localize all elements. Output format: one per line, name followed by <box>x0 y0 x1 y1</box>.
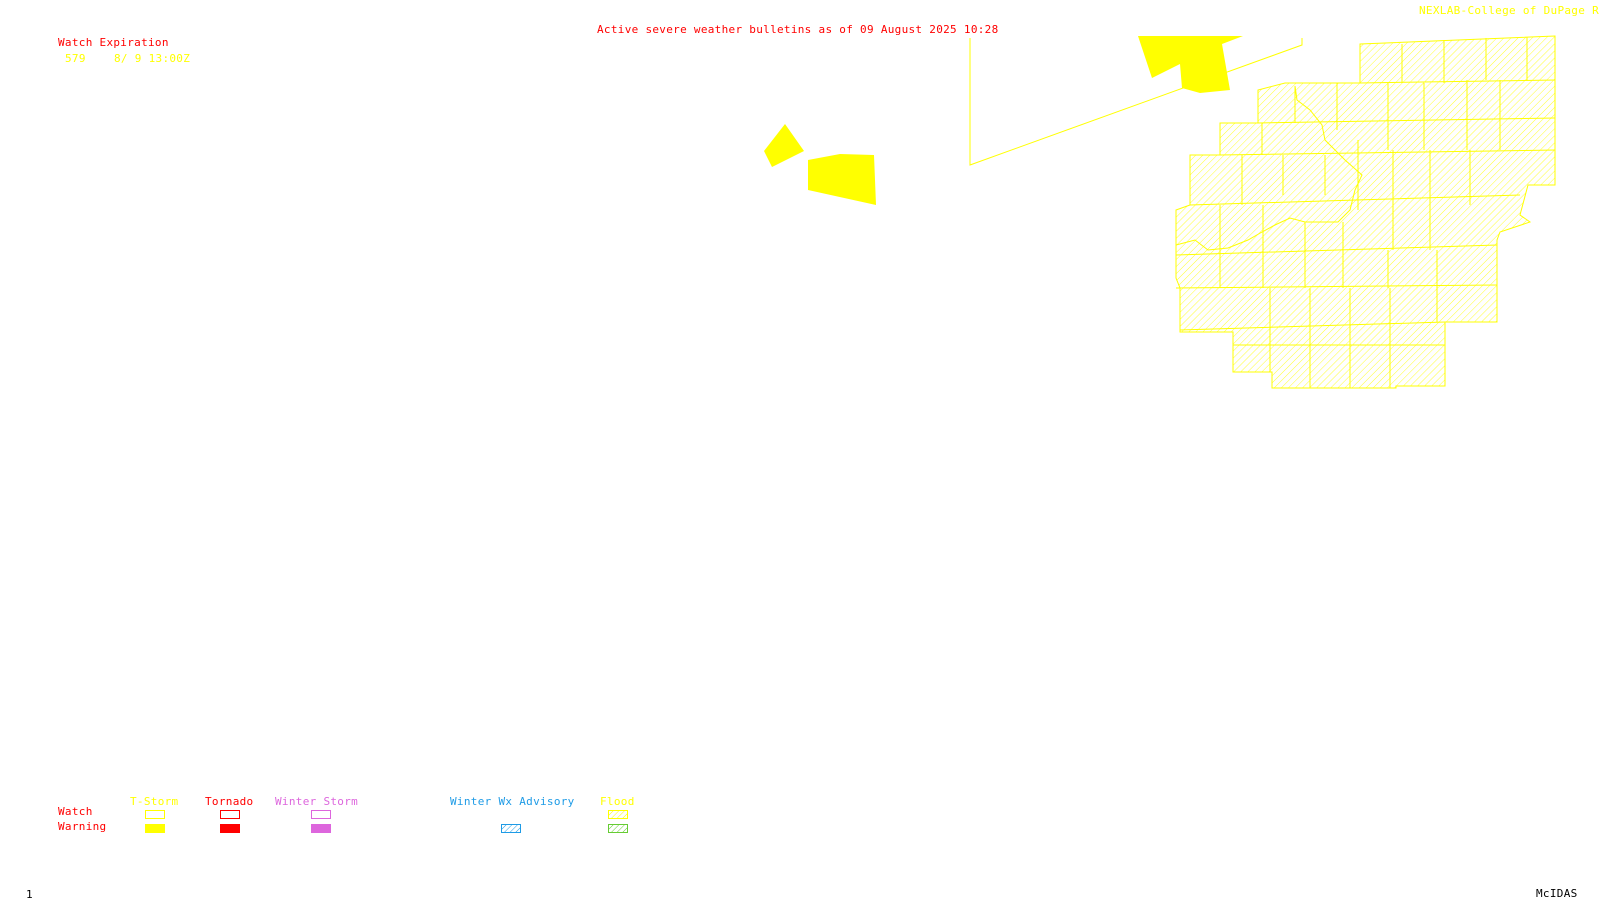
winter-storm-warning-swatch <box>311 824 331 833</box>
winter-storm-watch-swatch <box>311 810 331 819</box>
watch-entry-expiration: 8/ 9 13:00Z <box>114 52 191 65</box>
frame-number: 1 <box>26 888 33 901</box>
tstorm-warning-polygon <box>808 154 876 205</box>
legend-column-tornado: Tornado <box>205 795 254 808</box>
page-title: Active severe weather bulletins as of 09… <box>597 23 999 36</box>
tstorm-warning-swatch <box>145 824 165 833</box>
watch-entry-number: 579 <box>65 52 86 65</box>
legend-column-winter-advisory: Winter Wx Advisory <box>450 795 575 808</box>
tornado-warning-swatch <box>220 824 240 833</box>
tstorm-watch-outline <box>969 38 1303 166</box>
credit-label: NEXLAB-College of DuPage R <box>1419 4 1599 17</box>
legend-row-watch: Watch <box>58 805 93 818</box>
tstorm-watch-swatch <box>145 810 165 819</box>
software-label: McIDAS <box>1536 887 1578 900</box>
watch-expiration-heading: Watch Expiration <box>58 36 169 49</box>
flood-warning-swatch <box>608 824 628 833</box>
legend-row-warning: Warning <box>58 820 107 833</box>
flood-watch-swatch <box>608 810 628 819</box>
legend-column-winter-storm: Winter Storm <box>275 795 359 808</box>
legend-column-tstorm: T-Storm <box>130 795 179 808</box>
tstorm-warning-polygon <box>764 124 804 167</box>
tornado-watch-swatch <box>220 810 240 819</box>
flood-area <box>1175 35 1556 389</box>
legend-column-flood: Flood <box>600 795 635 808</box>
winter-advisory-swatch <box>501 824 521 833</box>
tstorm-warning-polygon <box>1138 36 1243 93</box>
